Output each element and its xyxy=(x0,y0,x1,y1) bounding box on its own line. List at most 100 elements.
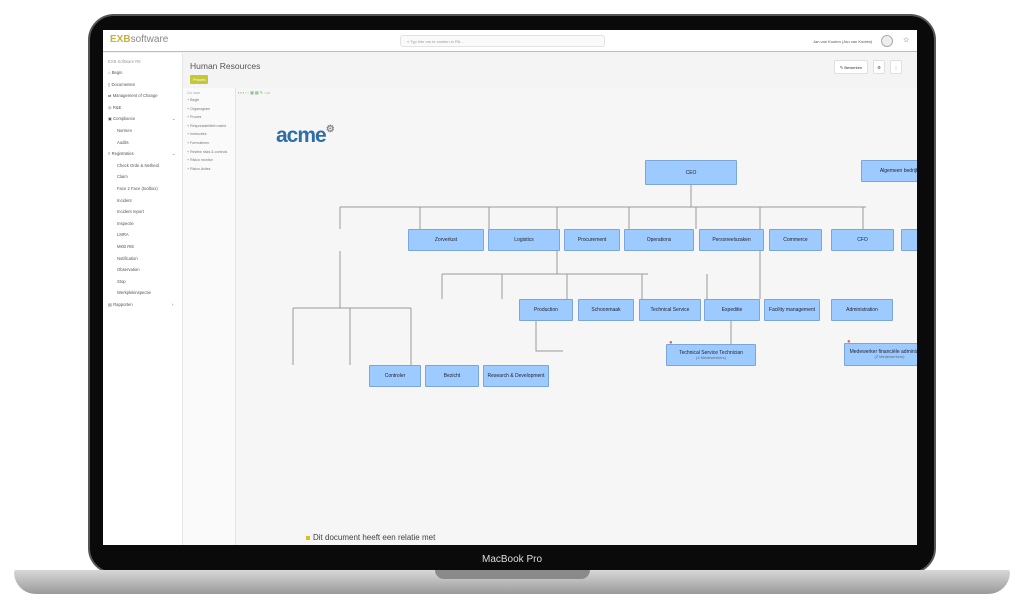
subnav-item[interactable]: + Proces xyxy=(187,115,201,119)
edit-button[interactable]: ✎ Bewerken xyxy=(834,60,868,74)
sidebar-item[interactable]: Observation xyxy=(117,267,140,272)
sidebar-item[interactable]: ▣ Compliance⌄ xyxy=(108,116,176,122)
app-screen: EXBsoftware ⌕ Typ hier om te zoeken in R… xyxy=(103,30,917,545)
search-placeholder: Typ hier om te zoeken in R6... xyxy=(410,39,464,44)
sidebar-item-label: Incident xyxy=(117,197,132,203)
org-node-rnd[interactable]: Research & Development xyxy=(483,365,549,387)
org-node-bezicht[interactable]: Bezicht xyxy=(425,365,479,387)
search-icon: ⌕ xyxy=(407,39,411,44)
sidebar-item[interactable]: ◎ R&E xyxy=(108,105,121,110)
sidebar-item[interactable]: Claim xyxy=(117,174,128,179)
org-node-production[interactable]: Production xyxy=(519,299,573,321)
sidebar-item[interactable]: ▯ Documenten xyxy=(108,82,135,87)
subnav-item[interactable]: + Risico monitor xyxy=(187,158,213,162)
org-node-schoonzond[interactable]: Schoonzond xyxy=(901,229,917,251)
subnav-label: Responsabiliteit matrix xyxy=(190,123,227,128)
sidebar-item-label: Compliance xyxy=(113,116,136,122)
node-label: CFO xyxy=(857,237,868,243)
sidebar-item-label: Observation xyxy=(117,267,140,273)
org-node-procurement[interactable]: Procurement xyxy=(564,229,620,251)
plus-icon: + xyxy=(187,132,191,137)
sidebar-item[interactable]: Normen xyxy=(117,128,132,133)
subnav-item[interactable]: + Instructies xyxy=(187,132,207,136)
node-label: Technical Service xyxy=(650,307,690,313)
plus-icon: + xyxy=(187,149,191,154)
risk-icon: ◎ xyxy=(108,104,113,110)
node-label: Administration xyxy=(846,307,878,313)
sidebar-item[interactable]: ▤ Rapporten› xyxy=(108,302,173,307)
sidebar-item[interactable]: Inspectie xyxy=(117,221,134,226)
org-node-ceo[interactable]: CEO xyxy=(645,160,737,185)
subnav-item[interactable]: + Organogram xyxy=(187,107,210,111)
org-node-administration[interactable]: Administration xyxy=(831,299,893,321)
sidebar-item[interactable]: Check Orde & Netheid xyxy=(117,163,159,168)
org-node-techservice[interactable]: Technical Service xyxy=(639,299,701,321)
node-label: Bezicht xyxy=(443,373,461,379)
sidebar-item[interactable]: Notification xyxy=(117,256,138,261)
relation-note: Dit document heeft een relatie met xyxy=(303,533,439,543)
settings-button[interactable]: ⚙ xyxy=(873,60,885,74)
subnav-label: Instructies xyxy=(190,132,207,137)
search-input[interactable]: ⌕ Typ hier om te zoeken in R6... xyxy=(400,35,605,47)
node-label: Personeelszaken xyxy=(712,237,751,243)
more-button[interactable]: ⋮ xyxy=(890,60,902,74)
sidebar-item[interactable]: Incident xyxy=(117,198,132,203)
sidebar-item[interactable]: ≡ Registraties⌄ xyxy=(108,151,176,157)
subnav: Ga naar + Begin + Organogram + Proces + Res… xyxy=(183,88,235,545)
org-role-medewerker[interactable]: ●Medewerker financiële administratie(2 M… xyxy=(844,339,917,366)
org-node-operations[interactable]: Operations xyxy=(624,229,694,251)
app-logo[interactable]: EXBsoftware xyxy=(110,34,168,45)
bullet-icon xyxy=(306,535,310,540)
subnav-item[interactable]: + Formulieren xyxy=(187,141,209,145)
sidebar-item-label: Registraties xyxy=(111,151,134,157)
org-node-controler[interactable]: Controler xyxy=(369,365,421,387)
node-label: Research & Development xyxy=(487,373,545,379)
org-node-commerce[interactable]: Commerce xyxy=(769,229,822,251)
subnav-item[interactable]: + Responsabiliteit matrix xyxy=(187,124,226,128)
sidebar-item-label: Stop xyxy=(117,278,126,284)
sidebar-item[interactable]: Werkplekinspectie xyxy=(117,290,151,295)
sidebar-item-label: Check Orde & Netheid xyxy=(117,162,159,168)
user-name[interactable]: Jan van Kooten (Jan van Kooten) xyxy=(813,39,873,44)
acme-logo: acme⚙ xyxy=(276,124,335,148)
subnav-label: Risico Acties xyxy=(190,166,211,171)
diagram-toolbar[interactable]: ▪▪▪▫▫▦▦✎▫▭ xyxy=(238,90,272,95)
org-node-logistics[interactable]: Logistics xyxy=(488,229,560,251)
sidebar-item-label: Incident report xyxy=(117,209,144,215)
subnav-item[interactable]: + Begin xyxy=(187,98,199,102)
sidebar-item[interactable]: LMRA xyxy=(117,232,129,237)
person-icon: ● xyxy=(669,340,673,346)
org-role-tech_tech[interactable]: ●Technical Service Technician(4 Medewerk… xyxy=(666,340,756,366)
org-chart-canvas: ▪▪▪▫▫▦▦✎▫▭ acme⚙ CEO Algemeen bedrijfsbel… xyxy=(235,88,917,545)
org-node-personeel[interactable]: Personeelszaken xyxy=(699,229,764,251)
sidebar-item-label: Inspectie xyxy=(117,220,134,226)
star-icon[interactable]: ☆ xyxy=(903,37,910,44)
org-node-algemeen[interactable]: Algemeen bedrijfsbeleid xyxy=(861,160,917,182)
sidebar-item[interactable]: Audits xyxy=(117,140,129,145)
document-icon: ▯ xyxy=(108,81,112,87)
sidebar-item[interactable]: Incident report xyxy=(117,209,144,214)
subnav-heading: Ga naar xyxy=(187,91,200,95)
org-node-cfo[interactable]: CFO xyxy=(831,229,894,251)
subnav-item[interactable]: + Review risks & controls xyxy=(187,150,227,154)
subnav-label: Risico monitor xyxy=(190,158,213,163)
sidebar-item[interactable]: Face 2 Face (toolbox) xyxy=(117,186,158,191)
org-node-zorverlust[interactable]: Zorverlust xyxy=(408,229,484,251)
subnav-item[interactable]: + Risico Acties xyxy=(187,167,210,171)
page-title: Human Resources xyxy=(190,61,261,71)
logo-text: software xyxy=(130,34,169,45)
sidebar-item[interactable]: ⇄ Management of Change xyxy=(108,93,158,98)
sidebar-item[interactable]: MKB RIE xyxy=(117,244,134,249)
org-node-schoonmaak[interactable]: Schoonmaak xyxy=(578,299,634,321)
org-node-expeditie[interactable]: Expeditie xyxy=(704,299,760,321)
org-name: EXB Software R6 xyxy=(108,59,141,64)
role-count: (2 Medewerkers) xyxy=(874,354,905,360)
role-label: Medewerker financiële administratie xyxy=(849,349,917,356)
sidebar-item-label: Rapporten xyxy=(113,302,133,307)
logo-mark: EXB xyxy=(110,34,131,45)
avatar[interactable] xyxy=(881,35,893,47)
sidebar-item[interactable]: ⌂ Begin xyxy=(108,70,122,75)
status-badge: Proces xyxy=(190,75,209,84)
sidebar-item[interactable]: Stop xyxy=(117,279,126,284)
org-node-facility[interactable]: Facility management xyxy=(764,299,820,321)
